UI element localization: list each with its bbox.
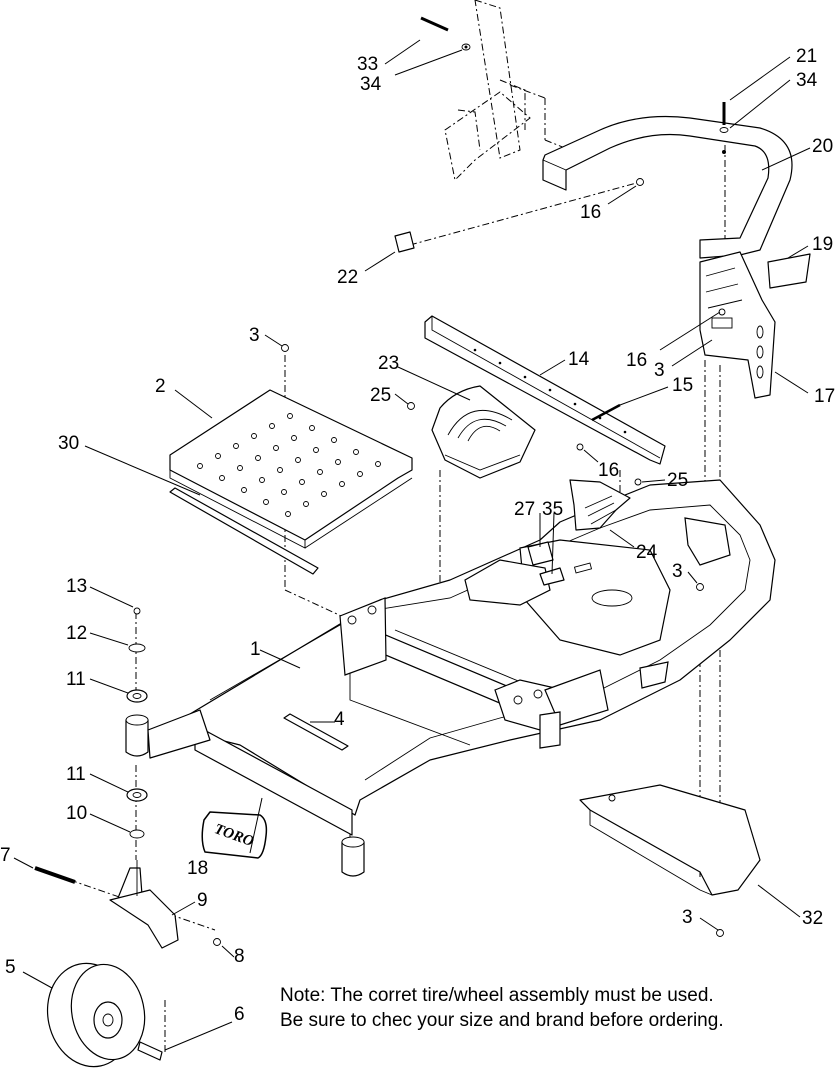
washer-34-top xyxy=(461,43,471,51)
screw-25-left xyxy=(407,402,415,410)
floor-plate-holes xyxy=(197,413,381,517)
screw-3-floor xyxy=(281,344,289,352)
callout-32: 32 xyxy=(802,908,823,929)
callout-30: 30 xyxy=(58,433,79,454)
bearing-11-bottom xyxy=(126,788,148,802)
callout-1: 1 xyxy=(250,639,261,660)
side-panel-17 xyxy=(699,251,776,399)
spacer-6 xyxy=(137,1041,163,1061)
callout-35: 35 xyxy=(542,499,563,520)
callout-34-top: 34 xyxy=(360,74,382,95)
strip-30 xyxy=(169,487,319,575)
callout-3-panel: 3 xyxy=(654,360,665,381)
callout-17: 17 xyxy=(814,386,835,407)
decal-19 xyxy=(767,253,811,289)
callout-21: 21 xyxy=(796,46,817,67)
callout-11-bottom: 11 xyxy=(66,764,86,785)
roll-bar-20 xyxy=(542,115,793,259)
note-line-2: Be sure to chec your size and brand befo… xyxy=(280,1010,724,1031)
callout-2: 2 xyxy=(155,376,166,397)
tire-wheel-5 xyxy=(46,962,146,1068)
callout-14: 14 xyxy=(568,349,590,370)
floor-plate-2 xyxy=(169,389,413,549)
callout-15: 15 xyxy=(672,375,693,396)
toro-logo-18: TORO xyxy=(201,811,268,859)
screw-33 xyxy=(420,16,449,32)
plug-22 xyxy=(394,231,415,253)
washer-34-right xyxy=(719,127,729,133)
callout-18: 18 xyxy=(187,858,208,879)
bracket-24 xyxy=(569,479,631,531)
callout-33: 33 xyxy=(357,54,378,75)
vent-cover-23 xyxy=(431,385,536,479)
callout-20: 20 xyxy=(812,136,833,157)
bracket-27 xyxy=(527,541,554,566)
callouts: 33 34 21 34 20 16 22 19 16 3 17 3 2 30 2… xyxy=(0,46,835,1025)
nut-16-mid xyxy=(576,443,584,451)
bolt-15 xyxy=(591,403,621,422)
callout-11-top: 11 xyxy=(66,669,86,690)
callout-5: 5 xyxy=(5,957,16,978)
callout-3-floor: 3 xyxy=(249,325,260,346)
bar-14 xyxy=(424,315,666,465)
callout-12: 12 xyxy=(66,623,87,644)
nut-16-top xyxy=(636,178,644,186)
main-frame-1 xyxy=(179,479,776,836)
bearing-11-top xyxy=(126,689,148,703)
callout-13: 13 xyxy=(66,576,87,597)
note-line-1: Note: The corret tire/wheel assembly mus… xyxy=(280,985,714,1006)
screw-3-mid xyxy=(696,583,704,591)
callout-10: 10 xyxy=(66,803,87,824)
caster-tube-right xyxy=(341,836,365,877)
lower-shield-32 xyxy=(579,784,761,896)
callout-3-mid: 3 xyxy=(672,561,683,582)
callout-22: 22 xyxy=(337,267,358,288)
callout-34-right: 34 xyxy=(796,70,818,91)
callout-19: 19 xyxy=(812,234,833,255)
callout-6: 6 xyxy=(234,1004,245,1025)
washer-12 xyxy=(128,643,146,653)
callout-4: 4 xyxy=(334,709,345,730)
callout-3-bottom: 3 xyxy=(682,907,693,928)
callout-9: 9 xyxy=(197,890,208,911)
screw-25-right xyxy=(634,478,642,486)
bracket-35 xyxy=(539,567,565,586)
screw-3-bottom xyxy=(716,929,724,937)
callout-27: 27 xyxy=(514,499,535,520)
screw-13 xyxy=(133,607,141,615)
axle-7 xyxy=(34,866,76,884)
caster-fork-9 xyxy=(109,860,179,949)
callout-16-panel: 16 xyxy=(626,350,647,371)
seat-support-bracket xyxy=(444,0,531,182)
callout-24: 24 xyxy=(636,542,658,563)
callout-16-top: 16 xyxy=(580,202,601,223)
washer-10 xyxy=(129,829,145,839)
callout-8: 8 xyxy=(234,946,245,967)
callout-25-left: 25 xyxy=(370,385,391,406)
nut-8 xyxy=(213,938,221,946)
callout-23: 23 xyxy=(378,353,399,374)
callout-16-mid: 16 xyxy=(598,460,619,481)
leader-lines xyxy=(13,39,811,1051)
callout-25-right: 25 xyxy=(667,470,688,491)
decal-4 xyxy=(283,713,349,751)
caster-tube-left xyxy=(125,709,211,759)
callout-7: 7 xyxy=(0,845,11,866)
